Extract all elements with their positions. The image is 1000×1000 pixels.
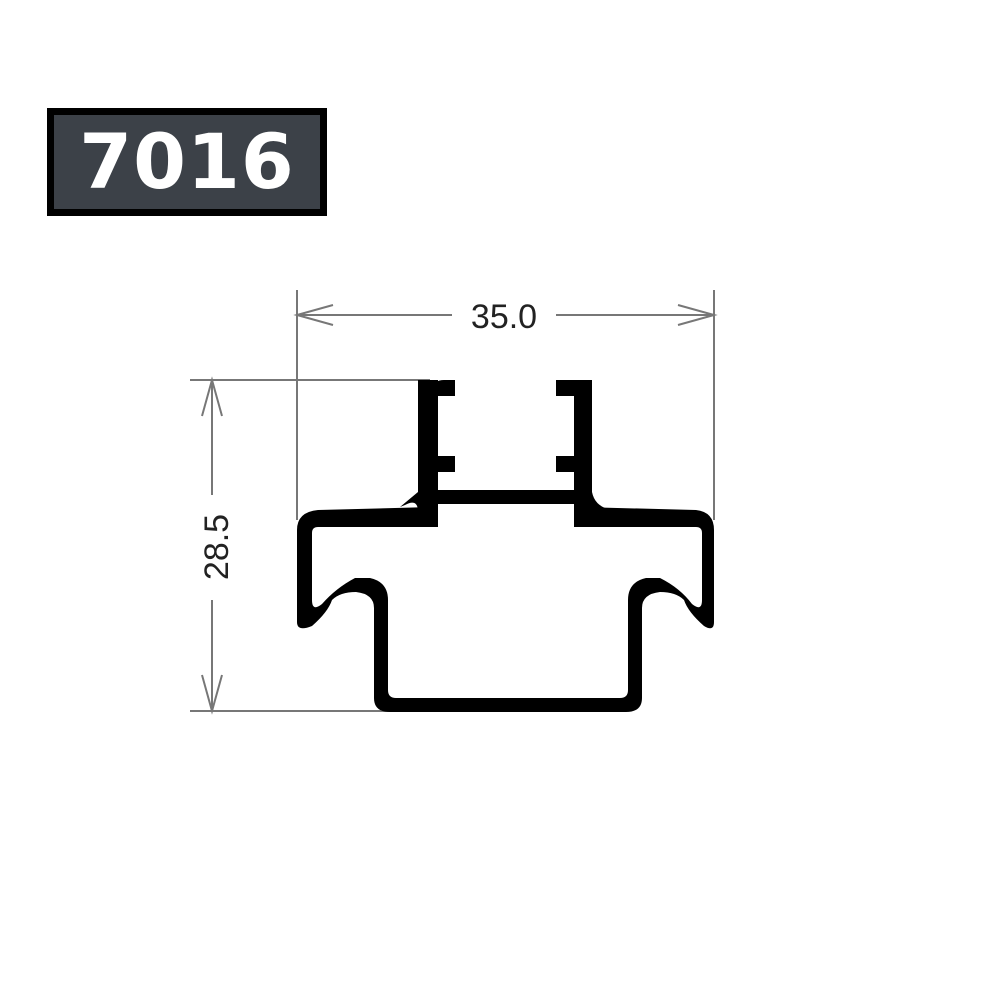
arrow-left-icon (293, 304, 334, 326)
width-dimension-label: 35.0 (471, 298, 537, 336)
right-web (574, 380, 612, 527)
color-code-badge: 7016 (47, 108, 327, 216)
arrow-up-icon (201, 376, 223, 417)
width-dimension (293, 290, 718, 520)
height-dimension (190, 376, 430, 715)
arrow-down-icon (201, 674, 223, 715)
connecting-plate (432, 490, 582, 504)
height-dimension-label: 28.5 (198, 514, 236, 580)
profile-cross-section (297, 380, 714, 712)
badge-inner: 7016 (54, 115, 320, 209)
arrow-right-icon (677, 304, 718, 326)
color-code-label: 7016 (79, 117, 295, 206)
upper-wing (297, 507, 714, 712)
left-web (400, 380, 438, 527)
